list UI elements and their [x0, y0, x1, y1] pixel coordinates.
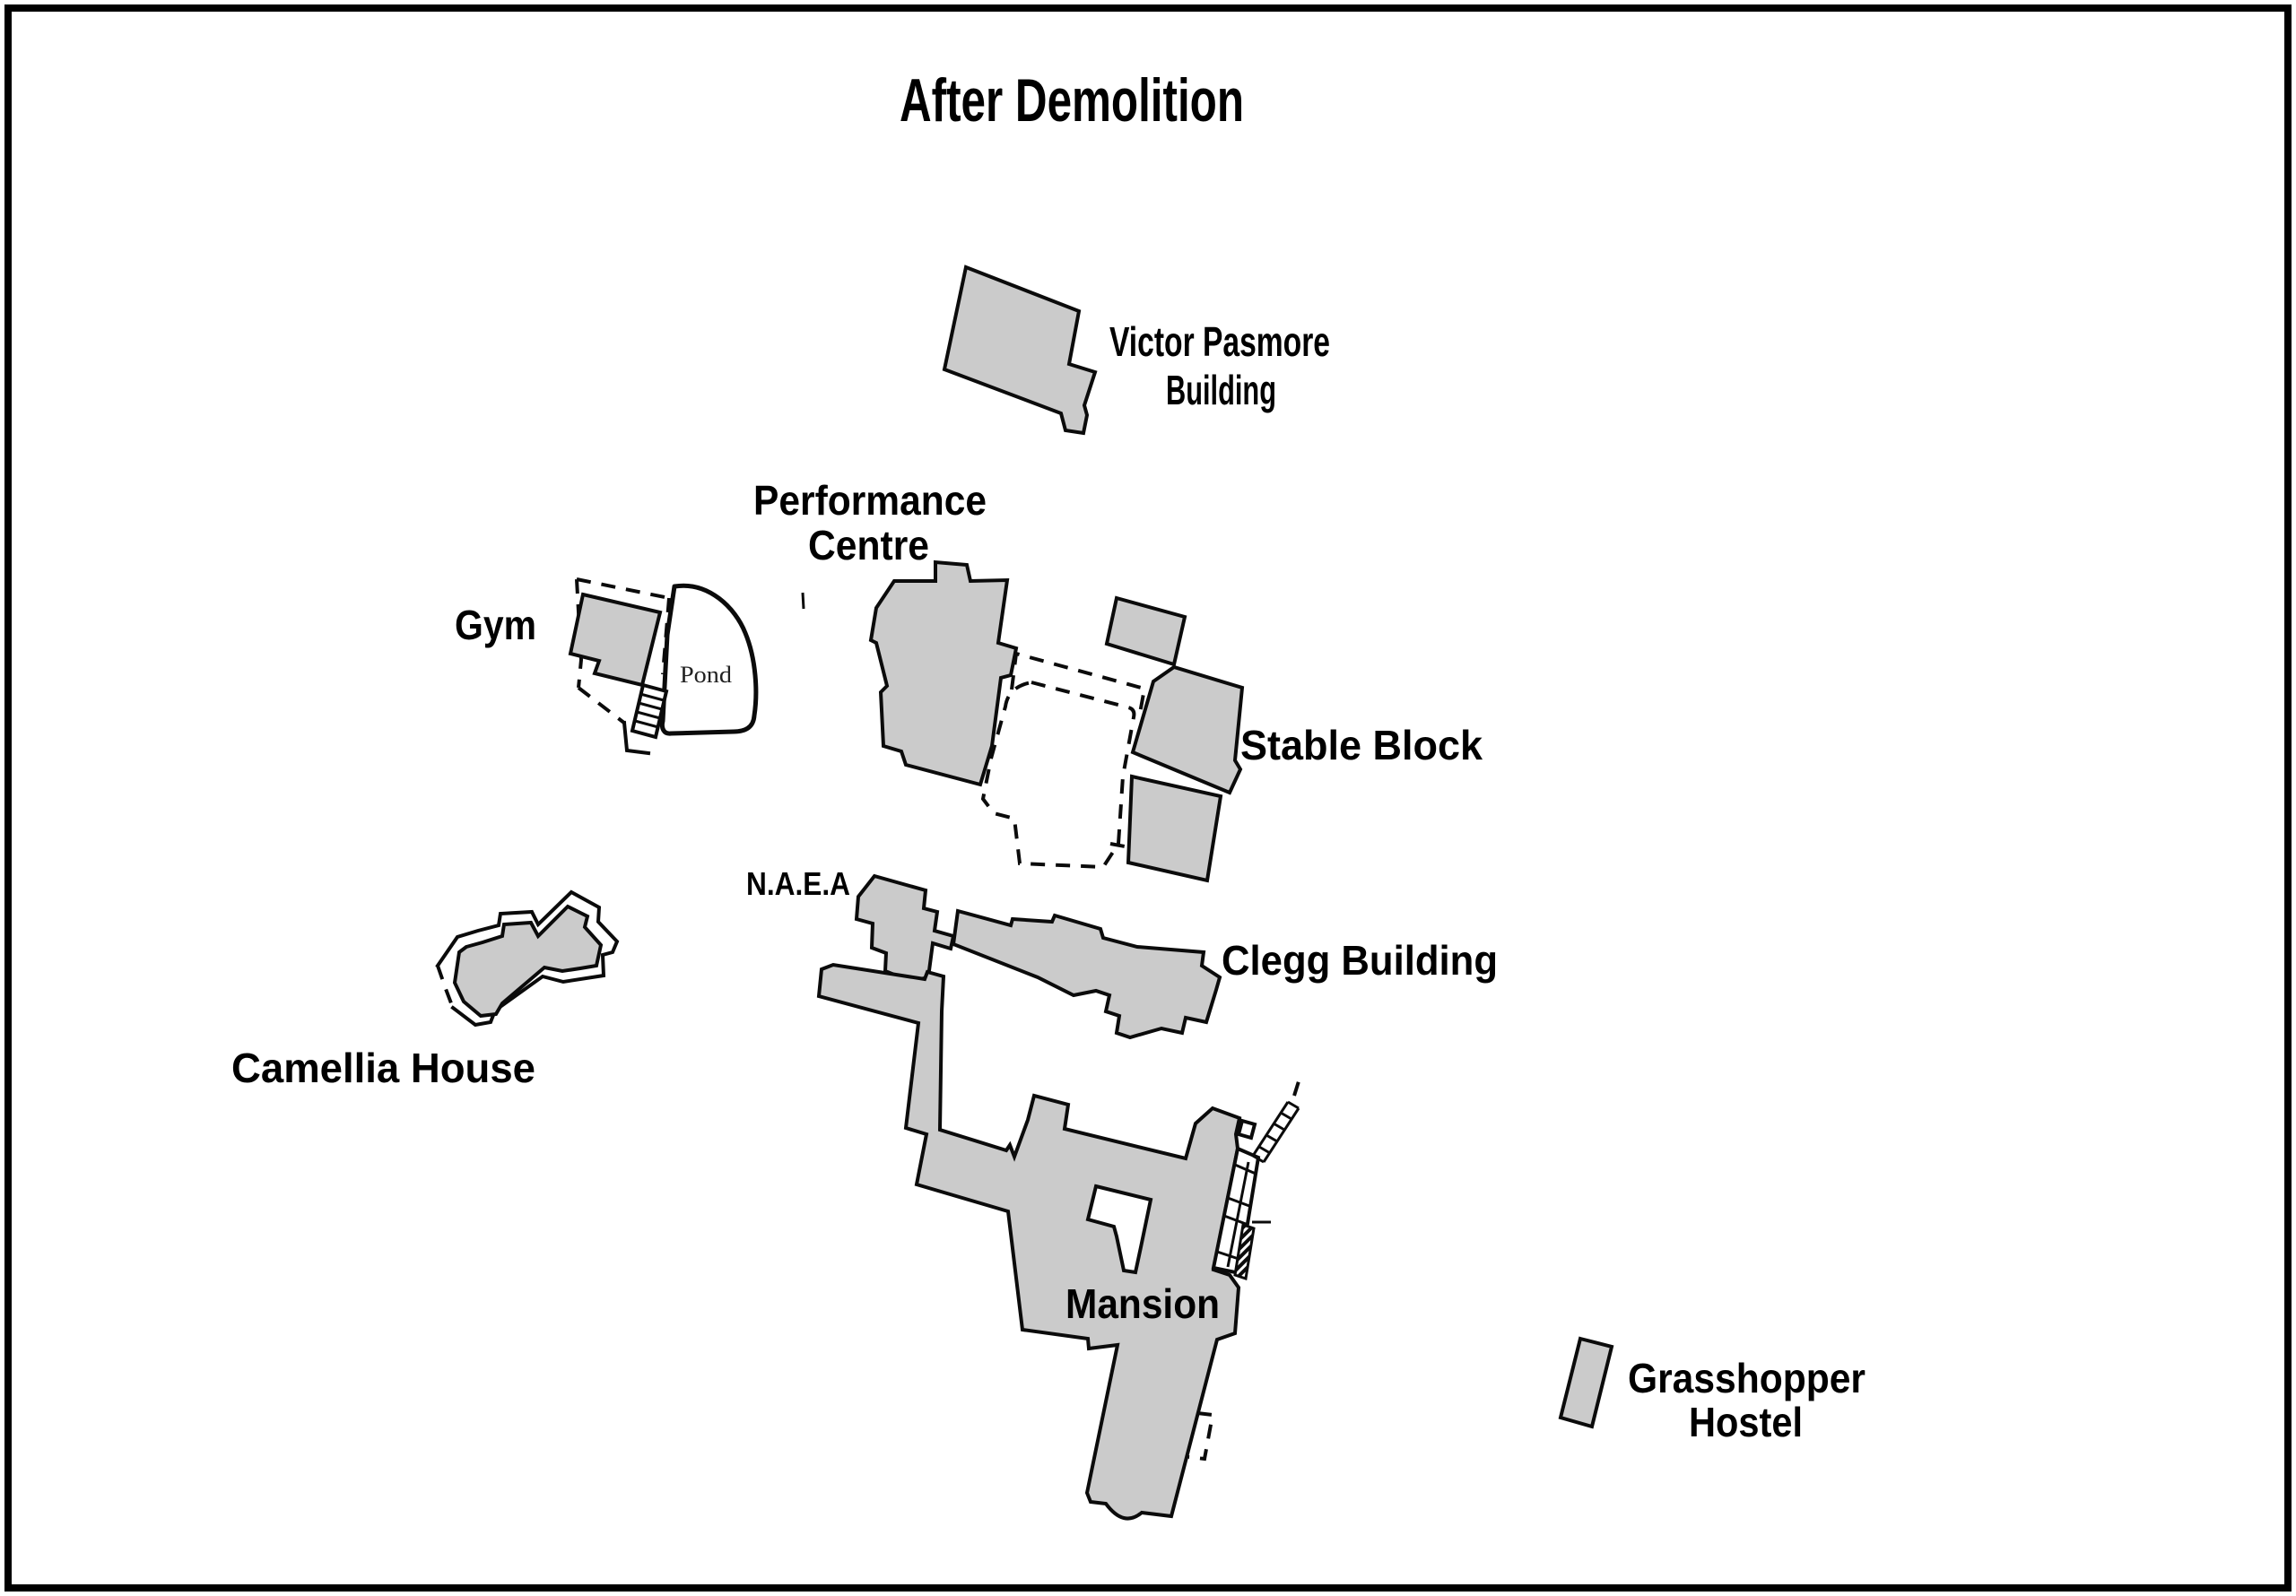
northeast-steps-dash	[1292, 1080, 1300, 1097]
stable-block-middle-shape	[1130, 664, 1245, 795]
terrace-hatched-bar	[1233, 1223, 1256, 1280]
northeast-steps	[1251, 1080, 1300, 1164]
footprint-link-dashed	[1109, 842, 1126, 848]
victor-pasmore-building-shape	[942, 265, 1098, 436]
performance-centre-shape	[868, 559, 1019, 787]
clegg-building-label: Clegg Building	[1222, 937, 1498, 984]
gym-label: Gym	[455, 602, 536, 648]
camellia-house-dashed-edge	[436, 965, 455, 1009]
grasshopper-hostel-label-line1: Grasshopper	[1628, 1355, 1866, 1401]
performance-centre-label-line2: Centre	[808, 522, 929, 568]
performance-centre-label-line1: Performance	[753, 477, 987, 524]
pond-steps	[630, 682, 669, 740]
victor-pasmore-label-line2: Building	[1166, 367, 1276, 413]
camellia-house-group	[435, 889, 620, 1028]
camellia-house-label: Camellia House	[231, 1045, 535, 1091]
mansion-shape	[816, 962, 1242, 1521]
mansion-label: Mansion	[1065, 1280, 1220, 1327]
pond-label: Pond	[680, 662, 732, 688]
demolished-footprint-inner-dashed	[980, 680, 1136, 870]
victor-pasmore-label-line1: Victor Pasmore	[1109, 318, 1330, 365]
stable-block-north-shape	[1104, 595, 1187, 667]
terrace-top-square	[1236, 1118, 1257, 1141]
mansion-terrace-group	[1211, 1118, 1271, 1280]
grasshopper-hostel-label-line2: Hostel	[1689, 1399, 1803, 1445]
stray-tick	[801, 592, 805, 610]
mansion-courtyard	[1085, 1184, 1153, 1275]
pond-shape	[659, 583, 759, 736]
grasshopper-hostel-shape	[1558, 1336, 1614, 1429]
gym-solid-boundary	[622, 720, 651, 756]
demolished-footprint-outer-dashed	[1010, 651, 1147, 719]
camellia-house-shape	[452, 904, 604, 1019]
terrace-divider-lines	[1216, 1161, 1257, 1268]
page-title: After Demolition	[900, 66, 1244, 134]
mansion-dashed-annex	[1187, 1411, 1215, 1462]
naea-label: N.A.E.A	[746, 865, 850, 902]
stable-block-label: Stable Block	[1240, 722, 1483, 768]
gym-shape	[568, 592, 663, 688]
stable-block-south-shape	[1126, 774, 1223, 883]
clegg-building-shape	[951, 908, 1222, 1040]
